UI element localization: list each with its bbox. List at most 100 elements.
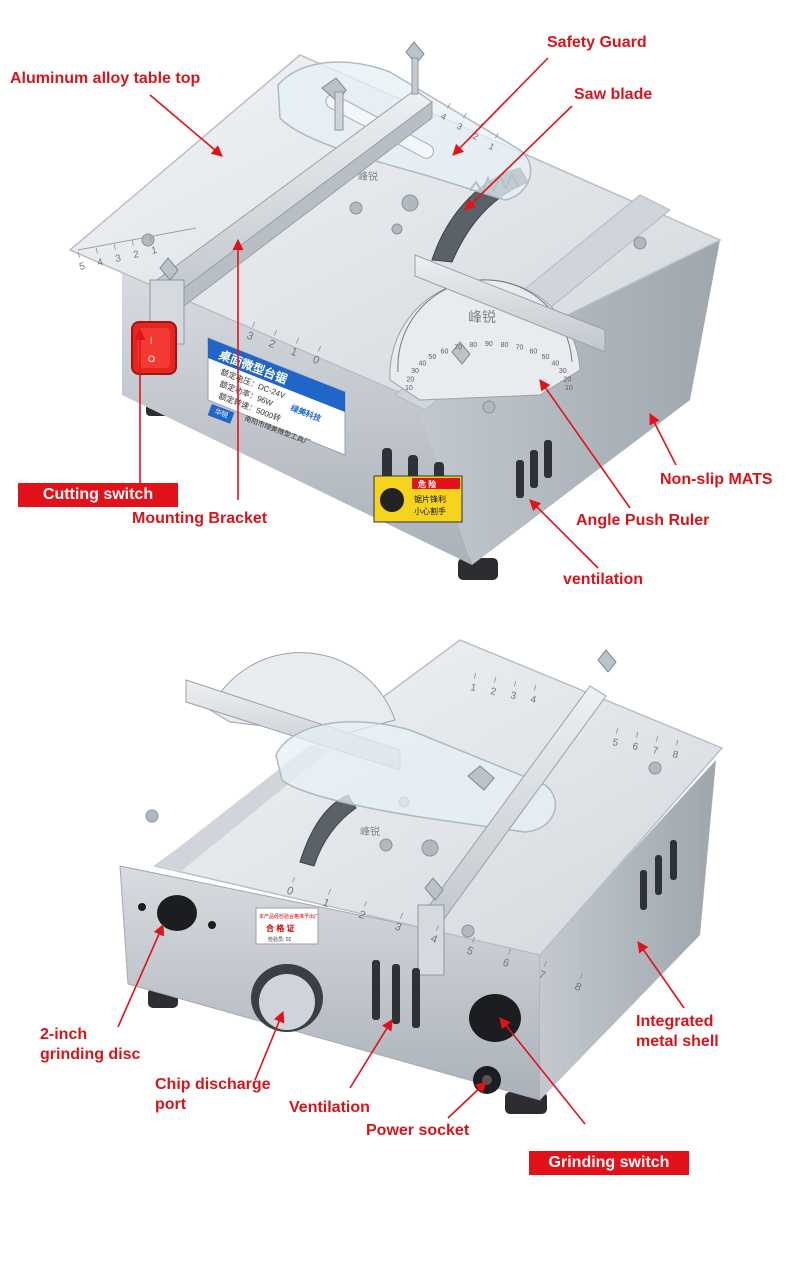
leader-grinding-switch xyxy=(499,1017,586,1125)
ruler-digit: 7 xyxy=(651,745,659,757)
label-grinding-disc: 2-inch grinding disc xyxy=(40,1026,141,1063)
top-foot-front xyxy=(458,558,498,580)
ruler-tick xyxy=(317,345,321,352)
leader-power-socket xyxy=(447,1081,487,1119)
ruler-tick xyxy=(543,960,547,967)
ruler-digit: 0 xyxy=(285,885,295,898)
ruler-digit: 3 xyxy=(455,121,464,132)
protractor-digit: 10 xyxy=(405,385,413,392)
protractor-digit: 80 xyxy=(469,342,477,349)
leader-angle-ruler xyxy=(539,379,631,509)
leader-grinding-disc xyxy=(117,923,165,1028)
ruler-tick xyxy=(113,243,116,250)
ruler-tick xyxy=(251,321,255,328)
bottom-brand-mark: 峰锐 xyxy=(360,825,380,838)
protractor-digit: 40 xyxy=(418,361,426,368)
ruler-digit: 2 xyxy=(471,131,480,142)
ruler-tick xyxy=(363,900,367,907)
ruler-tick xyxy=(273,329,277,336)
label-metal-shell: Integrated metal shell xyxy=(636,1013,719,1050)
protractor-digit: 50 xyxy=(428,354,436,361)
bottom-machine: 本产品经检验合格准予出厂 合 格 证 检验员: 02 峰锐 xyxy=(119,639,724,1114)
leader-chip-port xyxy=(254,1010,285,1081)
bottom-grinding-switch-hole xyxy=(469,994,521,1042)
label-table-top: Aluminum alloy table top xyxy=(10,70,201,87)
ruler-tick xyxy=(474,672,477,679)
ruler-digit: 6 xyxy=(501,957,511,970)
ruler-digit: 5 xyxy=(78,261,86,273)
top-screws xyxy=(141,194,647,414)
ruler-tick xyxy=(494,676,497,683)
ruler-tick xyxy=(495,132,499,139)
protractor-digit: 30 xyxy=(411,368,419,375)
label-safety-guard: Safety Guard xyxy=(547,34,647,51)
ruler-digit: 8 xyxy=(671,749,679,761)
protractor-digit: 90 xyxy=(485,341,493,348)
ruler-tick xyxy=(131,239,134,246)
ruler-digit: 5 xyxy=(465,945,475,958)
ruler-digit: 1 xyxy=(321,897,331,910)
ruler-tick xyxy=(327,888,331,895)
ruler-tick xyxy=(616,727,619,734)
ruler-tick xyxy=(447,102,451,109)
svg-text:I: I xyxy=(150,336,153,346)
ruler-digit: 3 xyxy=(393,921,403,934)
label-cutting-switch: Cutting switch xyxy=(18,483,178,507)
ruler-digit: 4 xyxy=(429,933,439,946)
leader-metal-shell xyxy=(637,941,685,1009)
ruler-tick xyxy=(77,251,80,258)
ruler-tick xyxy=(291,876,295,883)
top-brand-mark-2: 峰锐 xyxy=(468,309,496,325)
ruler-tick xyxy=(514,680,517,687)
label-chip-port: Chip discharge port xyxy=(155,1076,271,1113)
ruler-tick xyxy=(295,337,299,344)
top-body-front-face xyxy=(410,240,720,565)
ruler-digit: 5 xyxy=(611,737,619,749)
leader-saw-blade xyxy=(464,105,573,211)
ruler-digit: 4 xyxy=(529,694,537,706)
ruler-digit: 4 xyxy=(96,257,104,269)
ruler-tick xyxy=(656,735,659,742)
ruler-tick xyxy=(676,739,679,746)
warning-line-1: 锯片锋利 xyxy=(414,494,446,504)
ruler-tick xyxy=(636,731,639,738)
top-cutting-switch: I O xyxy=(131,321,177,375)
label-grinding-switch: Grinding switch xyxy=(529,1151,689,1175)
ruler-digit: 6 xyxy=(631,741,639,753)
top-brand-mark: 峰锐 xyxy=(358,170,378,183)
ruler-digit: 3 xyxy=(114,253,122,265)
protractor-digit: 30 xyxy=(559,368,567,375)
protractor-digit: 70 xyxy=(516,344,524,351)
ruler-tick xyxy=(95,247,98,254)
label-non-slip: Non-slip MATS xyxy=(660,471,773,488)
label-ventilation-bottom: Ventilation xyxy=(289,1099,370,1116)
leader-non-slip xyxy=(649,413,677,466)
ruler-digit: 4 xyxy=(439,111,448,122)
protractor-digit: 60 xyxy=(529,348,537,355)
ruler-tick xyxy=(435,924,439,931)
top-machine: I O 桌面微型台锯 额定电压：DC-24V 额定功率：96W 额定转速：500… xyxy=(68,41,722,580)
leader-lines xyxy=(117,57,685,1125)
warning-head: 危 险 xyxy=(417,479,437,489)
bottom-grinding-disc-hole xyxy=(157,895,197,931)
bottom-certificate: 本产品经检验合格准予出厂 合 格 证 检验员: 02 xyxy=(255,907,319,945)
ruler-tick xyxy=(149,235,152,242)
bottom-safety-guard xyxy=(275,721,556,833)
ruler-tick xyxy=(399,912,403,919)
ruler-tick xyxy=(579,972,583,979)
leader-ventilation-bottom xyxy=(349,1019,393,1089)
ruler-digit: 1 xyxy=(289,346,299,359)
label-angle-ruler: Angle Push Ruler xyxy=(576,512,710,529)
top-angle-push-ruler xyxy=(389,254,606,401)
ruler-tick xyxy=(463,112,467,119)
ruler-digit: 3 xyxy=(509,690,517,702)
certificate-line-3: 检验员: 02 xyxy=(268,936,292,943)
label-mounting-bracket: Mounting Bracket xyxy=(132,510,268,527)
top-nameplate: 桌面微型台锯 额定电压：DC-24V 额定功率：96W 额定转速：5000转 绿… xyxy=(207,337,346,456)
leader-safety-guard xyxy=(452,57,549,156)
bottom-vent-slots xyxy=(372,840,677,1028)
ruler-digit: 2 xyxy=(132,249,140,261)
